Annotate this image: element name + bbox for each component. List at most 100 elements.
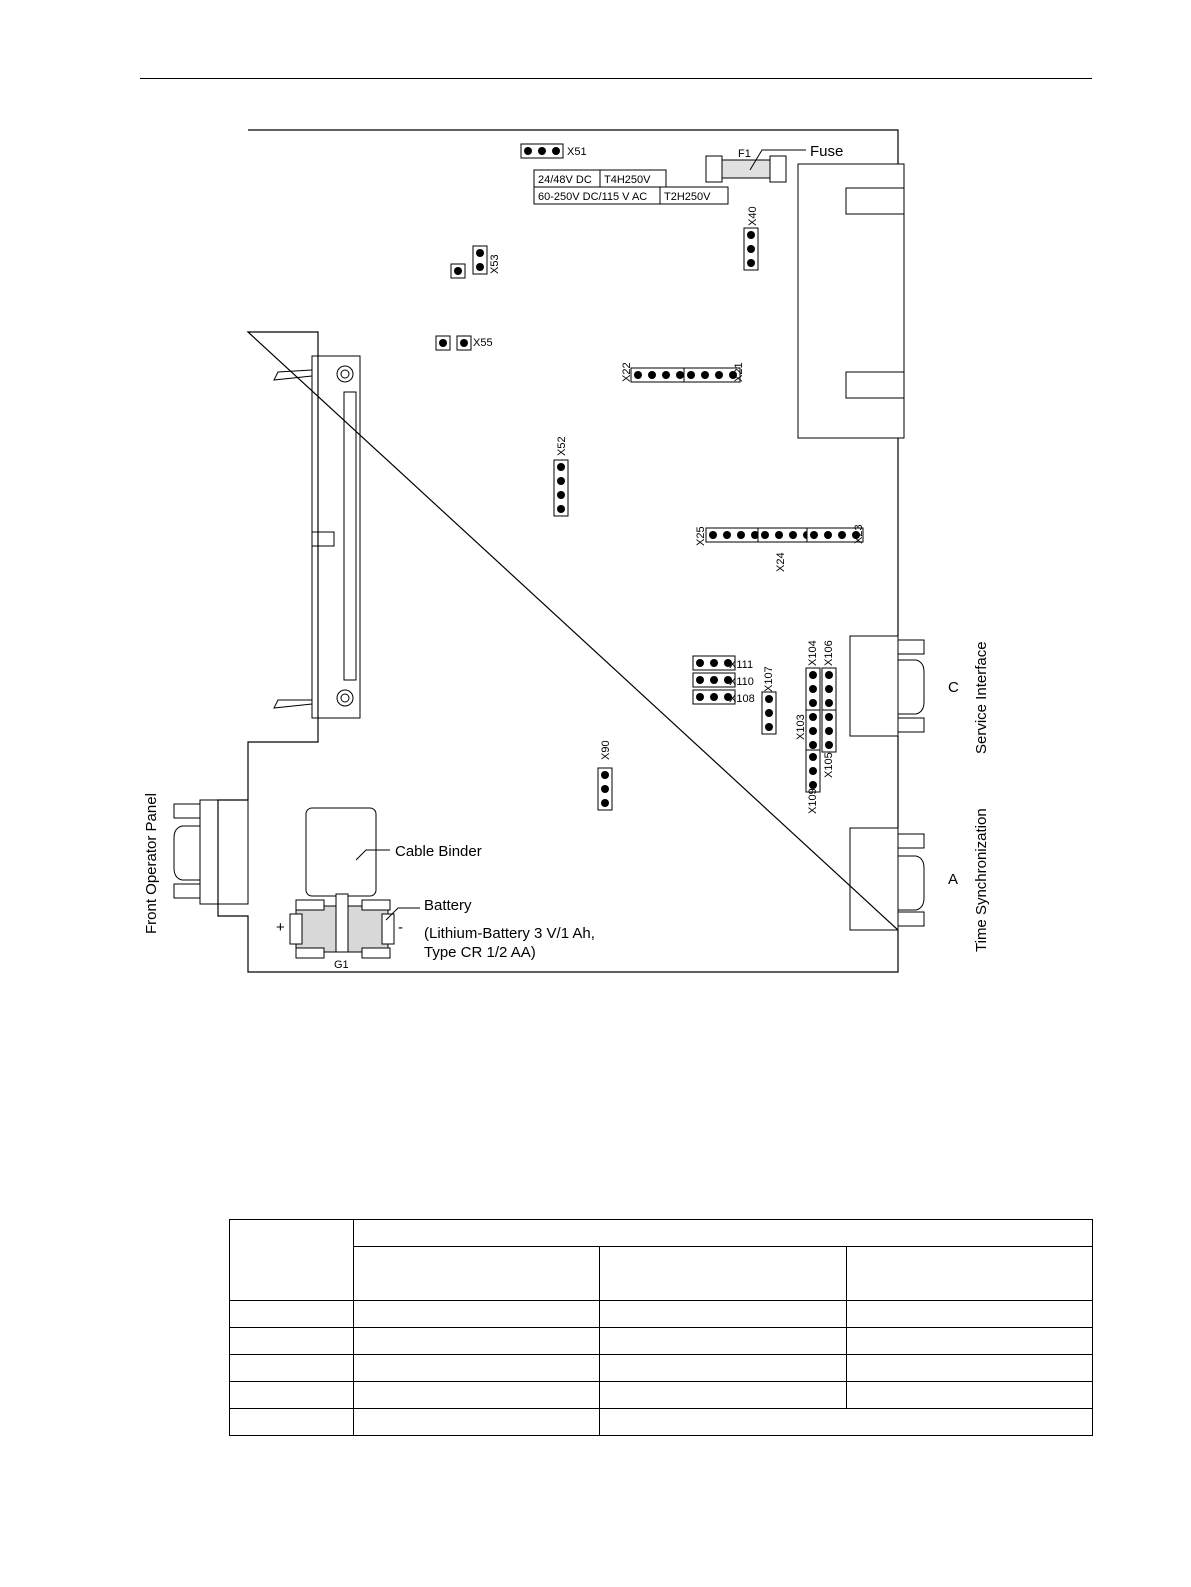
jumper-pin: [825, 727, 833, 735]
board-layout-diagram: F1 Fuse 24/48V DC T4H250V 60-250V DC/115…: [143, 129, 990, 973]
table-cell: [353, 1219, 1093, 1247]
table-cell: [599, 1408, 1093, 1436]
jumper-pin: [747, 231, 755, 239]
jumper-pin: [765, 723, 773, 731]
table-cell: [228, 1327, 355, 1355]
table-row: [230, 1246, 1094, 1301]
battery-plus: +: [276, 919, 285, 936]
fuse-label: Fuse: [810, 143, 843, 160]
configuration-table: [228, 1219, 1094, 1436]
jumper-frame: [553, 459, 569, 517]
jumper-pin: [825, 713, 833, 721]
jumper-pin: [810, 531, 818, 539]
jumper-pin: [524, 147, 532, 155]
jumper-pin: [825, 699, 833, 707]
jumper-pin: [724, 693, 732, 701]
jumper-pin: [710, 693, 718, 701]
jumper-pin: [809, 741, 817, 749]
table-cell: [353, 1408, 601, 1436]
jumper-pin: [557, 505, 565, 513]
jumper-pin: [710, 659, 718, 667]
jumper-x51-label: X51: [567, 146, 587, 158]
time-sync-connector: [849, 827, 925, 931]
jumper-pin: [439, 339, 447, 347]
jumper-pin: [838, 531, 846, 539]
jumper-pin: [557, 491, 565, 499]
jumper-x21: [683, 367, 741, 383]
fuse-f1: [705, 149, 806, 183]
jumper-x25-label: X25: [695, 526, 707, 546]
jumper-pin: [789, 531, 797, 539]
jumper-x103: [805, 709, 821, 753]
jumper-pin: [601, 771, 609, 779]
jumper-x104-label: X104: [807, 640, 819, 666]
jumper-pin: [809, 671, 817, 679]
table-row: [228, 1354, 1094, 1382]
card-edge-connector-left: [273, 355, 361, 719]
jumper-x23: [806, 527, 864, 543]
jumper-x107: [761, 691, 777, 735]
time-sync-letter: A: [948, 871, 958, 888]
jumper-pin: [729, 371, 737, 379]
battery-ref: G1: [334, 959, 349, 971]
jumper-pin: [460, 339, 468, 347]
table-cell: [353, 1246, 601, 1301]
jumper-x108: [692, 689, 736, 705]
table-cell: [353, 1381, 601, 1409]
jumper-pin: [648, 371, 656, 379]
jumper-layer: [435, 143, 864, 811]
jumper-x24: [757, 527, 815, 543]
time-sync-label: Time Synchronization: [973, 808, 990, 952]
table-cell: [353, 1300, 601, 1328]
jumper-frame: [806, 527, 864, 543]
jumper-pin: [751, 531, 759, 539]
jumper-x25: [705, 527, 763, 543]
table-cell: [599, 1327, 847, 1355]
jumper-pin: [825, 685, 833, 693]
jumper-x40-label: X40: [747, 206, 759, 226]
jumper-pin: [765, 695, 773, 703]
jumper-x21-label: X21: [733, 362, 745, 382]
jumper-x53: [472, 245, 488, 275]
jumper-pin: [601, 799, 609, 807]
jumper-pin: [662, 371, 670, 379]
jumper-pin: [476, 249, 484, 257]
jumper-frame: [683, 367, 741, 383]
jumper-x55-label: X55: [473, 337, 493, 349]
jumper-x24-label: X24: [775, 552, 787, 572]
table-cell: [845, 1300, 1094, 1328]
jumper-pin: [676, 371, 684, 379]
jumper-pin: [825, 671, 833, 679]
table-row: [228, 1300, 1094, 1328]
header-rule: [140, 78, 1092, 79]
table-cell: [599, 1246, 847, 1301]
table-row: [228, 1381, 1094, 1409]
jumper-pin: [724, 676, 732, 684]
jumper-x22-label: X22: [621, 362, 633, 382]
fuse-row1-rating: T4H250V: [604, 174, 651, 186]
table-cell: [599, 1354, 847, 1382]
fuse-row2-voltage: 60-250V DC/115 V AC: [538, 191, 647, 203]
table-row: [228, 1219, 1093, 1301]
table-cell: [228, 1354, 355, 1382]
jumper-pin: [825, 741, 833, 749]
jumper-x105: [821, 709, 837, 753]
table-row: [228, 1327, 1094, 1355]
battery-spec-line1: (Lithium-Battery 3 V/1 Ah,: [424, 925, 595, 942]
jumper-pin: [761, 531, 769, 539]
jumper-pin: [715, 371, 723, 379]
jumper-x55b: [456, 335, 472, 351]
jumper-pin: [710, 676, 718, 684]
service-interface-connector: [849, 635, 925, 737]
battery-spec-line2: Type CR 1/2 AA): [424, 944, 536, 961]
cable-binder: [305, 807, 390, 897]
jumper-pin: [747, 259, 755, 267]
jumper-x55a: [435, 335, 451, 351]
table-cell: [599, 1381, 847, 1409]
jumper-x51: [520, 143, 564, 159]
jumper-pin: [775, 531, 783, 539]
service-interface-letter: C: [948, 679, 959, 696]
jumper-pin: [601, 785, 609, 793]
fuse-rating-table: [533, 169, 729, 205]
jumper-pin: [737, 531, 745, 539]
